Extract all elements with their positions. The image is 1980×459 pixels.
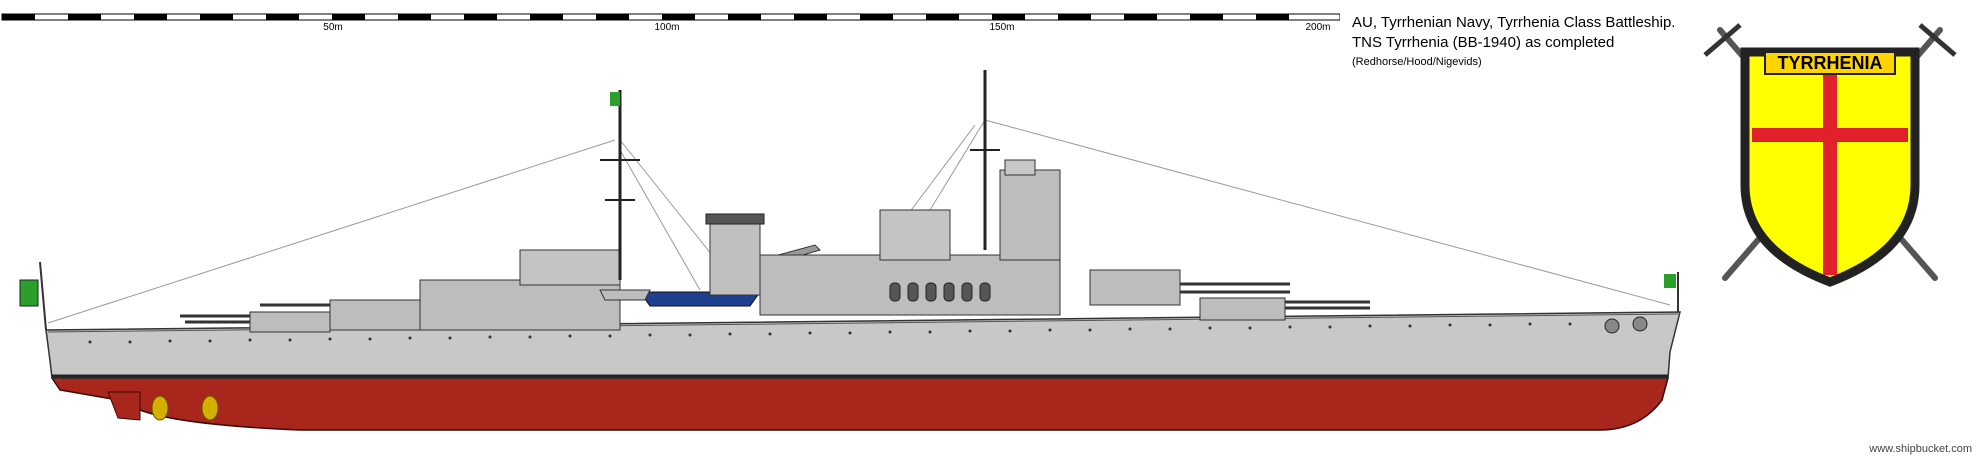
rudder — [107, 391, 141, 421]
portholes — [88, 322, 1572, 344]
mainmast-flag — [610, 92, 620, 106]
bow-flag — [1664, 274, 1676, 288]
bridge-tower — [999, 169, 1061, 261]
shield-cross-vertical — [1823, 60, 1837, 275]
aft-superstructure — [419, 279, 621, 331]
funnel — [709, 219, 761, 296]
scale-segments — [1, 13, 1340, 21]
aft-turret — [180, 299, 421, 333]
caption-line-1: AU, Tyrrhenian Navy, Tyrrhenia Class Bat… — [1352, 14, 1676, 31]
stern-flag — [19, 279, 39, 307]
forward-funnel-block — [879, 209, 951, 261]
foremast — [970, 70, 1000, 250]
shield-cross-horizontal — [1752, 128, 1908, 142]
scuttles-row — [889, 282, 991, 302]
caption-credits: (Redhorse/Hood/Nigevids) — [1352, 56, 1482, 68]
scale-label-200m: 200m — [1305, 22, 1330, 33]
boat-grey — [599, 289, 651, 301]
tyrrhenia-emblem: TYRRHENIA — [1703, 23, 1957, 287]
forward-turrets — [1089, 269, 1370, 321]
scale-label-150m: 150m — [989, 22, 1014, 33]
stern-flagstaff — [39, 261, 47, 331]
emblem-banner — [1764, 51, 1896, 75]
ship-profile-drawing — [19, 70, 1681, 431]
watermark: www.shipbucket.com — [1869, 443, 1972, 455]
caption-line-2: TNS Tyrrhenia (BB-1940) as completed — [1352, 34, 1615, 51]
hull-lower-red — [50, 377, 1669, 431]
mainmast — [600, 90, 640, 280]
aft-bridge — [519, 249, 621, 286]
emblem-banner-text: TYRRHENIA — [1777, 53, 1882, 73]
sword-hilts — [1703, 23, 1957, 57]
anchor-hawse — [1604, 318, 1620, 334]
scale-bar: 50m 100m 150m 200m — [1, 13, 1340, 33]
propellers — [151, 395, 219, 421]
scale-label-50m: 50m — [323, 22, 342, 33]
scale-label-100m: 100m — [654, 22, 679, 33]
